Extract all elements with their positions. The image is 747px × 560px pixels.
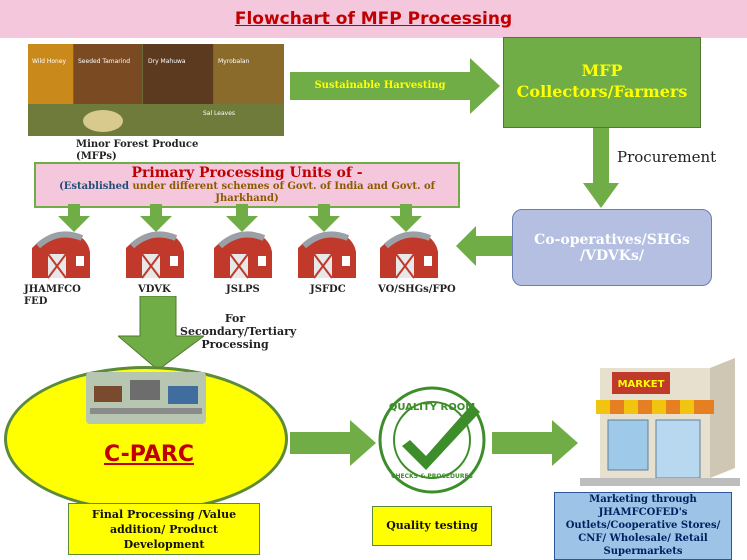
- down-arrow: [226, 204, 258, 232]
- down-arrow: [58, 204, 90, 232]
- coop-line1: Co-operatives/SHGs: [534, 232, 690, 248]
- market-side: [710, 358, 735, 478]
- barn-icon: [214, 232, 272, 278]
- awning-stripe: [652, 400, 666, 414]
- title-bar: [0, 0, 747, 38]
- barns-row: [28, 230, 458, 280]
- marketing-box: Marketing through JHAMFCOFED's Outlets/C…: [554, 492, 732, 560]
- awning-stripe: [596, 400, 610, 414]
- photo-caption: Myrobalan: [218, 58, 250, 65]
- procurement-label: Procurement: [617, 148, 717, 166]
- final-processing-box: Final Processing /Value addition/ Produc…: [68, 503, 260, 555]
- down-arrow: [390, 204, 422, 232]
- quality-to-market-arrow: [492, 420, 578, 466]
- cparc-to-quality-arrow: [290, 420, 376, 466]
- primary-units-title: Primary Processing Units of -: [131, 165, 363, 181]
- market-base: [580, 478, 740, 486]
- nuts-pile: [83, 110, 123, 132]
- quality-stamp: QUALITY ROOM CHECKS & PROCEDURES: [378, 386, 486, 494]
- harvest-arrow-shape: [290, 58, 500, 114]
- market-door: [655, 419, 701, 479]
- unit-label: VO/SHGs/FPO: [378, 284, 456, 295]
- stamp-top-text: QUALITY ROOM: [389, 402, 475, 413]
- mfp-photo-collage: Wild Honey Seeded Tamarind Dry Mahuwa My…: [28, 44, 284, 136]
- mahuwa-image: [143, 44, 213, 104]
- seeds-image: [28, 104, 284, 136]
- coop-line2: /VDVKs/: [580, 248, 644, 264]
- market-window: [607, 419, 649, 471]
- market-sign-board: [612, 372, 670, 394]
- check-icon: [402, 404, 480, 470]
- secondary-label: For Secondary/Tertiary Processing: [180, 312, 297, 351]
- right-arrow-shape: [492, 420, 578, 466]
- quality-testing-box: Quality testing: [372, 506, 492, 546]
- subtitle-rest: under different schemes of Govt. of Indi…: [129, 181, 435, 204]
- building-shape: [168, 386, 198, 404]
- barn-icon: [380, 232, 438, 278]
- subtitle-established: (Established: [59, 181, 130, 192]
- barn-icon: [298, 232, 356, 278]
- unit-label: VDVK: [138, 284, 171, 295]
- secondary-arrow: [118, 296, 204, 370]
- photo-caption: Seeded Tamarind: [78, 58, 131, 65]
- photo-caption: Sal Leaves: [203, 110, 236, 117]
- procurement-arrow: [583, 128, 619, 208]
- myrobalan-image: [214, 44, 284, 104]
- honey-image: [28, 44, 73, 104]
- unit-label: JHAMFCOFED: [24, 284, 81, 307]
- stamp-outer-ring: [378, 386, 486, 494]
- harvest-arrow-label: Sustainable Harvesting: [314, 80, 446, 91]
- harvest-arrow: [290, 58, 500, 114]
- photo-caption: Wild Honey: [32, 58, 67, 65]
- coop-to-units-arrow: [456, 226, 512, 266]
- tamarind-image: [74, 44, 142, 104]
- primary-units-box: Primary Processing Units of - (Establish…: [34, 162, 460, 208]
- cparc-label: C-PARC: [104, 442, 194, 467]
- cparc-facility-image: [86, 372, 206, 424]
- market-sign-text: MARKET: [618, 379, 665, 390]
- mfp-caption: Minor Forest Produce (MFPs): [76, 139, 199, 162]
- down-arrow: [140, 204, 172, 232]
- market-illustration: MARKET: [580, 358, 740, 486]
- cooperatives-box: Co-operatives/SHGs /VDVKs/: [512, 209, 712, 286]
- left-arrow-shape: [456, 226, 512, 266]
- photo-caption: Dry Mahuwa: [148, 58, 186, 65]
- procurement-arrow-shape: [583, 128, 619, 208]
- page-title: Flowchart of MFP Processing: [234, 9, 513, 29]
- down-arrow: [308, 204, 340, 232]
- collectors-box: MFP Collectors/Farmers: [503, 37, 701, 128]
- building-shape: [94, 386, 122, 402]
- unit-label: JSFDC: [310, 284, 346, 295]
- barn-icon: [32, 232, 90, 278]
- stamp-bottom-text: CHECKS & PROCEDURES: [391, 473, 473, 480]
- right-arrow-shape: [290, 420, 376, 466]
- awning-stripe: [624, 400, 638, 414]
- primary-down-arrows: [58, 204, 422, 232]
- stamp-inner-ring: [393, 401, 471, 479]
- secondary-arrow-shape: [118, 296, 204, 370]
- primary-units-subtitle: (Established under different schemes of …: [36, 181, 458, 205]
- awning-stripe: [680, 400, 694, 414]
- collectors-line2: Collectors/Farmers: [516, 82, 688, 101]
- road-shape: [90, 408, 202, 414]
- collectors-line1: MFP: [581, 61, 623, 80]
- barn-icon: [126, 232, 184, 278]
- building-shape: [130, 380, 160, 400]
- unit-label: JSLPS: [226, 284, 260, 295]
